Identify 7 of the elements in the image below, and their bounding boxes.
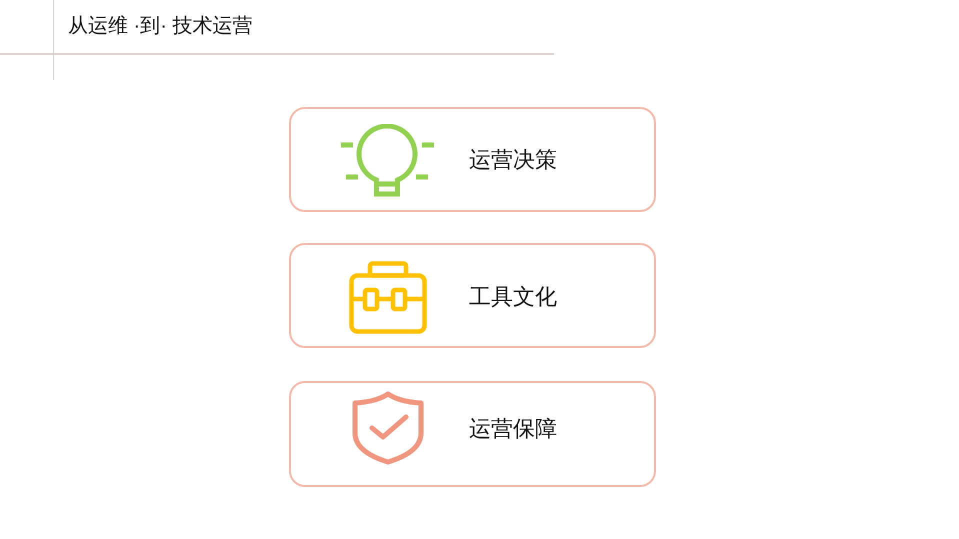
rounded-box: [289, 381, 656, 487]
box-label: 运营保障: [469, 415, 557, 443]
page-title: 从运维 ·到· 技术运营: [68, 14, 252, 39]
rounded-box: [289, 243, 656, 348]
box-label: 运营决策: [469, 146, 557, 174]
rounded-box: [289, 107, 656, 212]
box-label: 工具文化: [469, 283, 557, 311]
